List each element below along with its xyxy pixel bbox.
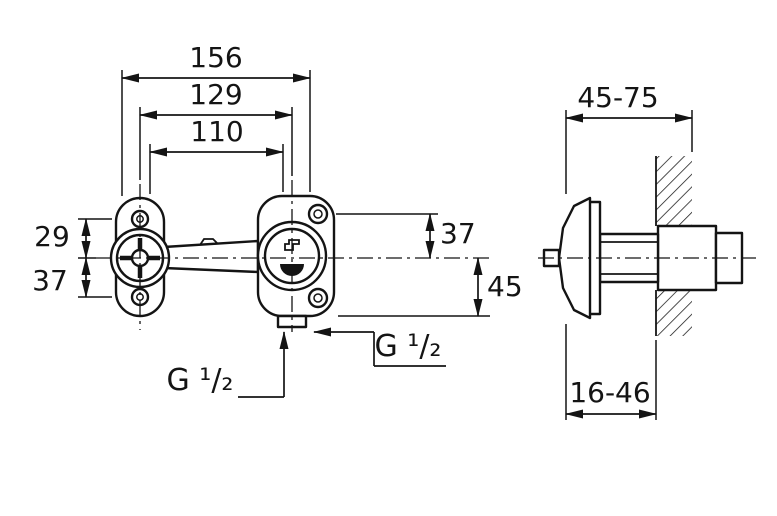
dimension-110: 110 (149, 115, 284, 194)
wall-hatch-lower (656, 290, 692, 336)
right-screw-hole-top (307, 203, 329, 225)
thread-label-g12-outlet: G ¹/₂ (375, 329, 442, 364)
dimension-37-right: 37 (336, 213, 476, 259)
arm-body (162, 239, 260, 274)
spout-icon (284, 239, 300, 251)
wall-section (655, 156, 692, 336)
front-centerlines (96, 180, 490, 332)
dimension-label-45-75: 45-75 (577, 81, 658, 114)
dimension-29: 29 (34, 218, 112, 259)
right-screw-hole-top-center (313, 209, 323, 219)
cross-arm (162, 238, 260, 274)
dimension-45: 45 (338, 257, 523, 317)
right-screw-hole-bottom (307, 287, 329, 309)
thread-callout-bottom: G ¹/₂ (167, 331, 289, 398)
wall-hatch-upper (656, 156, 692, 226)
right-screw-hole-bottom-center (313, 293, 323, 303)
dimension-label-16-46: 16-46 (569, 376, 650, 409)
side-view-part (538, 196, 756, 320)
thread-label-g12-bottom: G ¹/₂ (167, 363, 234, 398)
side-view: 45-75 16-46 (538, 81, 756, 420)
thread-callout-outlet: G ¹/₂ (313, 327, 446, 367)
dimension-label-29: 29 (34, 220, 70, 253)
dimension-label-37-right: 37 (440, 217, 476, 250)
dimension-label-110: 110 (190, 115, 243, 148)
front-view: 156 129 110 29 37 (32, 41, 522, 398)
arm-notch (199, 238, 218, 246)
dimension-129: 129 (139, 78, 293, 180)
dimension-label-37-left: 37 (32, 264, 68, 297)
dimension-label-45: 45 (487, 270, 523, 303)
dimension-45-75: 45-75 (565, 81, 693, 194)
dimension-37-left: 37 (32, 257, 112, 298)
dimension-156: 156 (121, 41, 311, 196)
dimension-label-129: 129 (189, 78, 242, 111)
dimension-16-46: 16-46 (565, 324, 657, 420)
dimension-label-156: 156 (189, 41, 242, 74)
right-body (256, 194, 336, 329)
